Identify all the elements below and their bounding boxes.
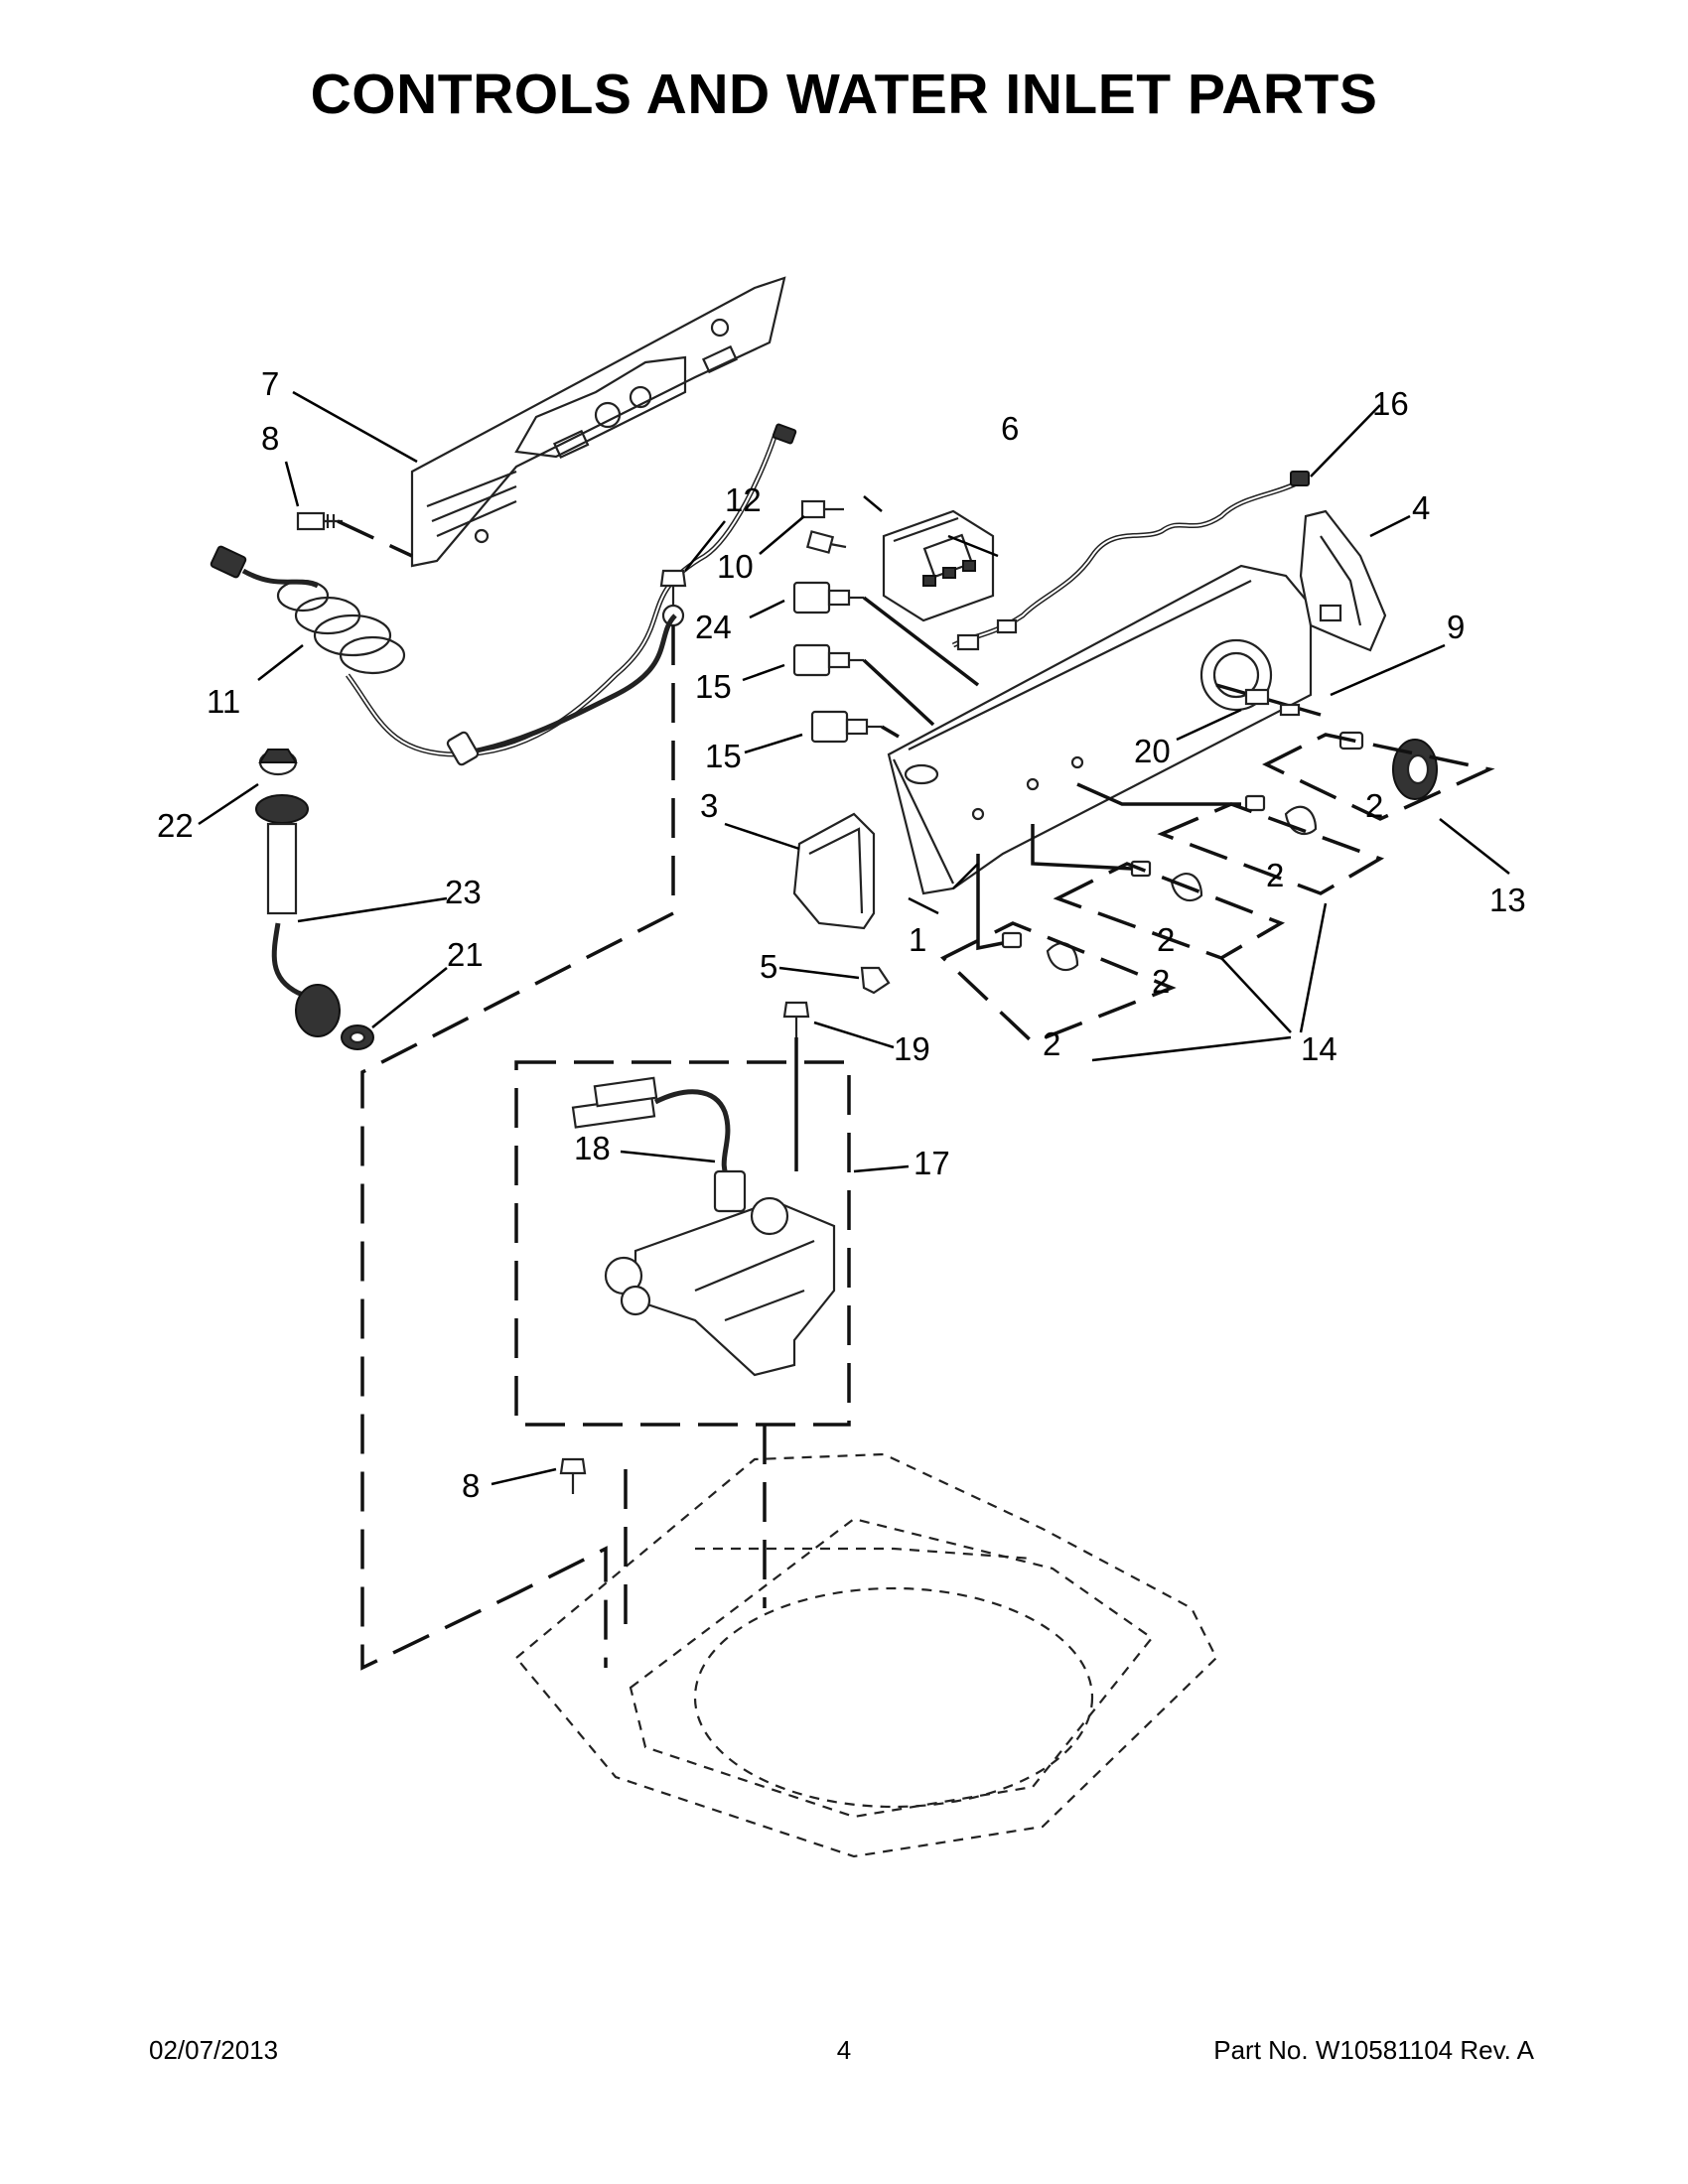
footer-page-number: 4 (836, 2035, 852, 2065)
screw-part-top (296, 511, 343, 531)
callout-1: 1 (909, 921, 926, 958)
callout-2-e: 2 (1365, 787, 1383, 824)
switch-part-15-upper (792, 643, 864, 677)
screw-part-19 (782, 1001, 810, 1037)
connector-lines (337, 519, 1241, 1671)
inlet-filter-part (258, 749, 298, 776)
switch-part-24 (792, 581, 864, 614)
callout-labels: 7 8 11 12 10 24 15 15 6 16 4 9 20 2 13 2… (157, 365, 1526, 1504)
leader-lines (198, 390, 1510, 1486)
screw-part-bottom (559, 1457, 587, 1494)
rear-panel-part (410, 276, 786, 568)
callout-7: 7 (261, 365, 279, 402)
callout-17: 17 (914, 1145, 950, 1181)
switch-part-15-lower (810, 710, 882, 744)
knob-part-2 (1130, 860, 1203, 902)
callout-11: 11 (207, 683, 240, 720)
control-board-part (863, 495, 995, 622)
callout-2-b: 2 (1152, 963, 1170, 1000)
cycle-knob-part (1338, 731, 1438, 800)
washer-part (341, 1024, 374, 1050)
board-screw-part (800, 499, 847, 554)
callout-6: 6 (1001, 410, 1019, 447)
callout-10: 10 (717, 548, 754, 585)
callout-3: 3 (700, 787, 718, 824)
callout-13: 13 (1489, 882, 1526, 918)
footer-date: 02/07/2013 (149, 2035, 279, 2065)
callout-9: 9 (1447, 609, 1465, 645)
knob-part-1 (1244, 794, 1318, 836)
power-cord-part (210, 423, 797, 766)
page-title: CONTROLS AND WATER INLET PARTS (310, 63, 1378, 126)
callout-8-lower: 8 (462, 1467, 480, 1504)
callout-21: 21 (447, 936, 484, 973)
clip-part (860, 966, 891, 995)
valve-group-dashed-box (514, 1060, 851, 1427)
callout-4: 4 (1412, 489, 1430, 526)
callout-16: 16 (1372, 385, 1409, 422)
callout-12: 12 (725, 481, 762, 518)
callout-22: 22 (157, 807, 194, 844)
callout-19: 19 (894, 1030, 930, 1067)
callout-5: 5 (760, 948, 777, 985)
callout-2-a: 2 (1043, 1025, 1060, 1062)
callout-24: 24 (695, 609, 732, 645)
ground-screw-part (659, 569, 687, 627)
shaft-part (1215, 683, 1322, 717)
console-part (887, 564, 1313, 895)
callout-2-c: 2 (1157, 921, 1175, 958)
footer-part-number: Part No. W10581104 Rev. A (1213, 2035, 1534, 2065)
callout-18: 18 (574, 1130, 611, 1166)
callout-2-d: 2 (1266, 857, 1284, 893)
end-cap-part (1299, 509, 1387, 652)
knob-part-3 (1001, 931, 1079, 972)
callout-14: 14 (1301, 1030, 1337, 1067)
water-valve-assembly-part (571, 1076, 836, 1377)
callout-23: 23 (445, 874, 482, 910)
callout-15-lower: 15 (705, 738, 742, 774)
callout-15-upper: 15 (695, 668, 732, 705)
wire-harness-part (951, 471, 1310, 651)
callout-8: 8 (261, 420, 279, 457)
callout-20: 20 (1134, 733, 1171, 769)
inlet-hose-part (255, 794, 341, 1037)
dispenser-cover-part (792, 812, 876, 930)
knob-group-dashed-boxes (939, 733, 1495, 1045)
washer-top-part (514, 1452, 1218, 1858)
